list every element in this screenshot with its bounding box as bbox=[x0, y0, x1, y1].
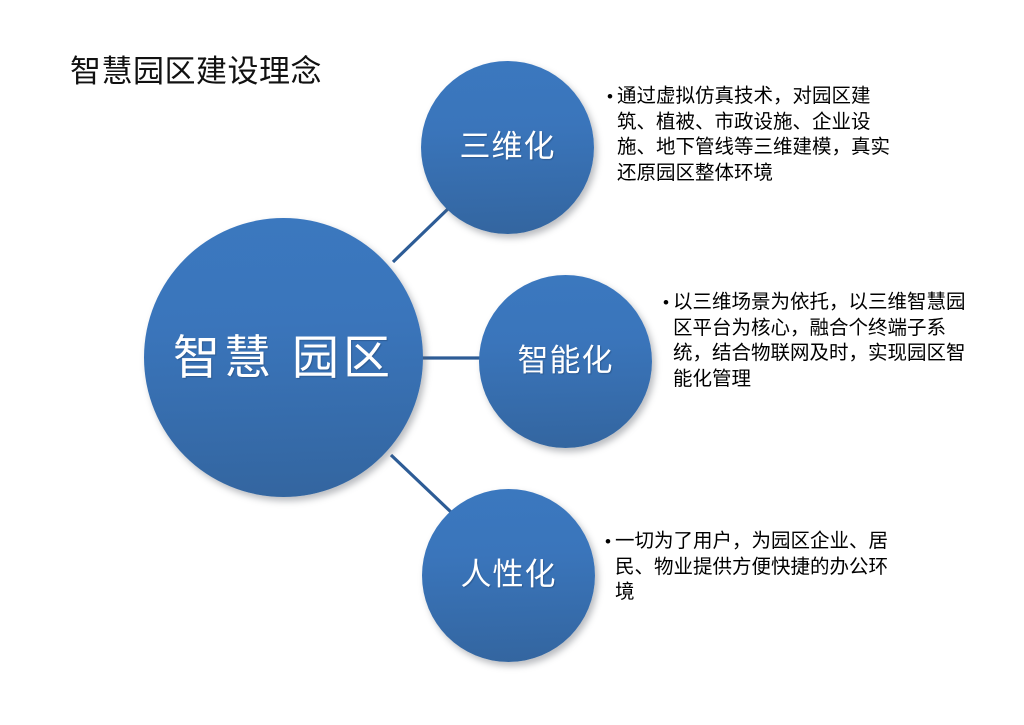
branch-node-label-intelligent: 智能化 bbox=[517, 343, 614, 379]
branch-node-humanized[interactable]: 人性化 bbox=[422, 489, 595, 662]
branch-node-three-d[interactable]: 三维化 bbox=[421, 61, 594, 234]
bullet-marker-icon: • bbox=[663, 293, 669, 312]
page-title: 智慧园区建设理念 bbox=[70, 54, 322, 89]
branch-description-text-three-d: 通过虚拟仿真技术，对园区建筑、植被、市政设施、企业设施、地下管线等三维建模，真实… bbox=[617, 85, 891, 184]
branch-node-label-three-d: 三维化 bbox=[459, 129, 556, 165]
bullet-marker-icon: • bbox=[605, 532, 611, 551]
branch-description-text-intelligent: 以三维场景为依托，以三维智慧园区平台为核心，融合个终端子系统，结合物联网及时，实… bbox=[673, 291, 966, 390]
center-node-smart-park[interactable]: 智慧 园区 bbox=[144, 218, 423, 497]
center-node-label: 智慧 园区 bbox=[172, 330, 395, 384]
branch-description-intelligent: • 以三维场景为依托，以三维智慧园区平台为核心，融合个终端子系统，结合物联网及时… bbox=[663, 290, 968, 392]
connector-line-human bbox=[389, 453, 454, 515]
branch-description-text-humanized: 一切为了用户，为园区企业、居民、物业提供方便快捷的办公环境 bbox=[615, 530, 889, 603]
branch-node-intelligent[interactable]: 智能化 bbox=[479, 275, 652, 448]
connector-line-three-d bbox=[391, 203, 454, 264]
branch-description-humanized: • 一切为了用户，为园区企业、居民、物业提供方便快捷的办公环境 bbox=[605, 529, 905, 606]
branch-description-three-d: • 通过虚拟仿真技术，对园区建筑、植被、市政设施、企业设施、地下管线等三维建模，… bbox=[607, 84, 907, 186]
bullet-marker-icon: • bbox=[607, 87, 613, 106]
branch-node-label-humanized: 人性化 bbox=[460, 557, 557, 593]
